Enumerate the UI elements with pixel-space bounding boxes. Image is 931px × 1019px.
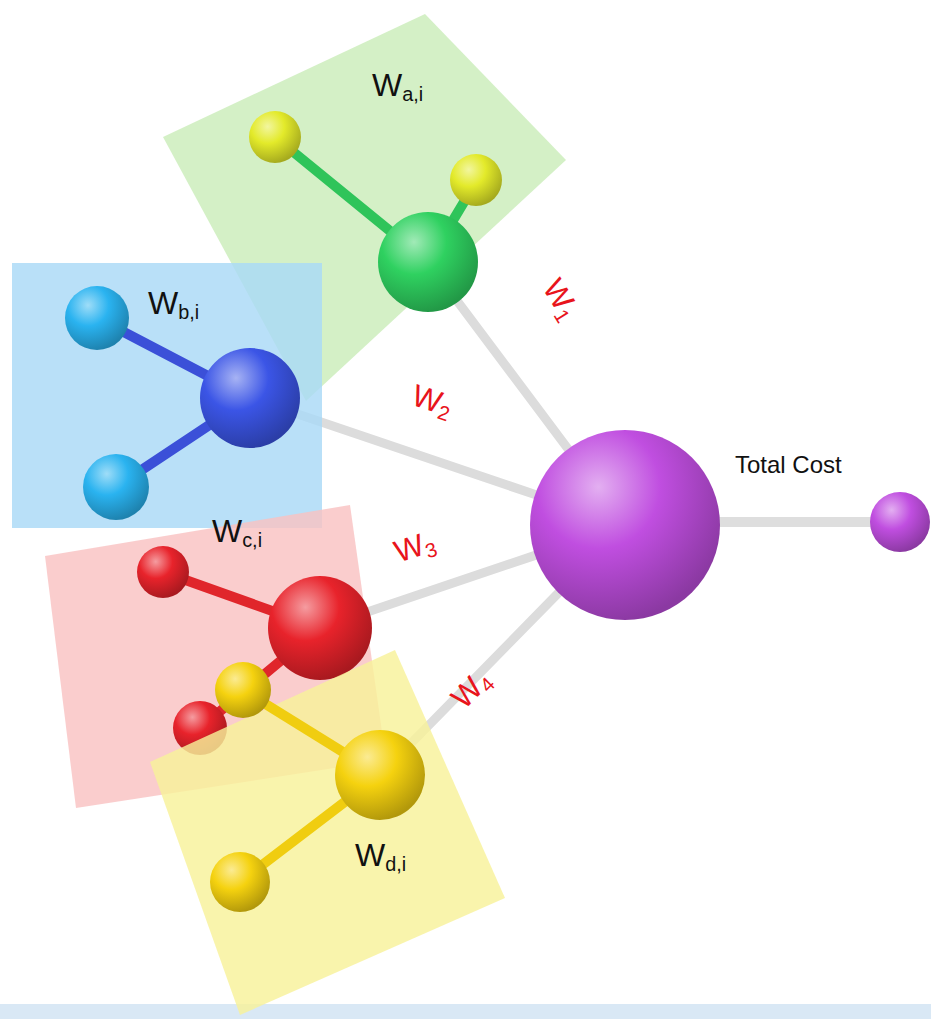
- atom-sphere: [450, 154, 502, 206]
- weight-value: W3: [390, 525, 440, 572]
- node-label: Total Cost: [735, 452, 842, 478]
- node-shape: [150, 650, 505, 1015]
- weight-value: W1: [534, 273, 586, 327]
- atom-sphere: [335, 730, 425, 820]
- weight-label: Wd,i: [355, 838, 406, 876]
- atom-sphere: [378, 212, 478, 312]
- output-sphere: [870, 492, 930, 552]
- output-stick: [710, 517, 885, 527]
- group-square: [150, 650, 505, 1015]
- weight-label: Wc,i: [212, 514, 262, 552]
- atom-sphere: [249, 111, 301, 163]
- weight-group-d: Wd,i: [150, 650, 505, 1015]
- weight-value: W4: [445, 663, 499, 717]
- atom-sphere: [210, 852, 270, 912]
- node-shape: [530, 430, 720, 620]
- atom-sphere: [137, 546, 189, 598]
- atom-sphere: [215, 662, 271, 718]
- weight-group-b: Wb,i: [12, 263, 322, 528]
- atom-sphere: [83, 454, 149, 520]
- total-cost-node: Total Cost: [530, 430, 720, 620]
- weight-value: W2: [407, 379, 457, 426]
- atom-sphere: [530, 430, 720, 620]
- bottom-bar: [0, 1004, 931, 1019]
- atom-sphere: [268, 576, 372, 680]
- atom-sphere: [200, 348, 300, 448]
- weight-label: Wa,i: [372, 68, 423, 106]
- atom-sphere: [65, 286, 129, 350]
- weight-label: Wb,i: [148, 286, 199, 324]
- group-square: [12, 263, 322, 528]
